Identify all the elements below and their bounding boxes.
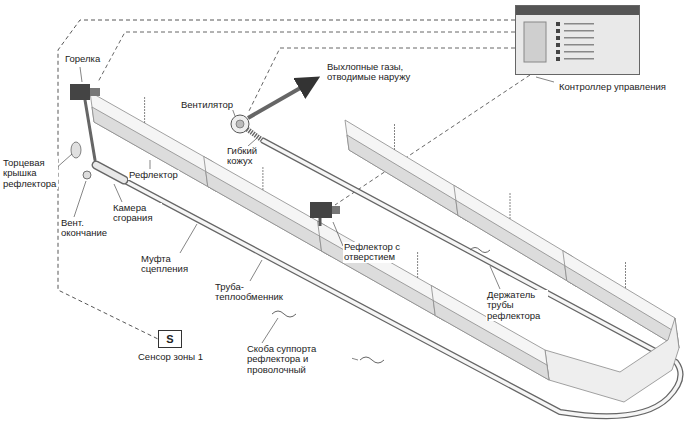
reflector <box>318 221 445 321</box>
controller-face <box>556 29 560 33</box>
controller-face <box>556 22 560 26</box>
burner <box>310 202 332 218</box>
reflector <box>90 92 549 380</box>
combustion-chamber <box>96 165 124 180</box>
control-wire <box>98 32 515 82</box>
heat-exchanger-tube <box>95 140 681 416</box>
burner <box>319 218 322 226</box>
part-label: Вент. окончание <box>60 218 112 239</box>
part-label: Рефлектор <box>128 170 179 180</box>
reflector-corner <box>545 318 679 402</box>
controller-box: Контроллер управления <box>515 5 640 75</box>
sensor-box: SСенсор зоны 1 <box>158 330 182 348</box>
reflector <box>347 135 468 221</box>
leader-line <box>536 77 554 82</box>
combustion-chamber <box>96 165 124 180</box>
part-label: Камера сгорания <box>112 203 162 224</box>
burner <box>70 84 340 226</box>
exhaust-arrow <box>248 79 316 118</box>
reflector <box>92 107 217 192</box>
leader-line <box>490 266 500 289</box>
leader-line <box>54 67 554 360</box>
vent-terminal <box>83 171 91 179</box>
controller-face <box>556 36 560 40</box>
reflector <box>345 120 679 348</box>
heat-exchanger-tube <box>95 140 681 416</box>
hanger-chain <box>510 193 511 219</box>
hanger-chain <box>417 252 418 278</box>
part-label: Рефлектор с отверстием <box>343 242 407 263</box>
part-label: Гибкий кожух <box>226 146 264 167</box>
burner <box>332 206 340 214</box>
end-cap <box>71 142 81 158</box>
node-label: Контроллер управления <box>558 82 667 92</box>
part-label: Торцевая крышка рефлектора <box>2 158 58 189</box>
signal-wire <box>58 20 515 339</box>
flexible-hose <box>247 129 262 140</box>
hanger-chain <box>625 262 626 288</box>
part-label: Вентилятор <box>180 100 234 110</box>
node-label: Сенсор зоны 1 <box>137 352 204 362</box>
hanger-chain <box>262 164 263 190</box>
support-bracket <box>272 311 296 317</box>
burner <box>70 84 90 100</box>
end-cap <box>71 142 81 158</box>
leader-line <box>74 181 86 217</box>
leader-line <box>80 67 82 82</box>
controller-face <box>516 6 639 15</box>
combustion-chamber <box>85 100 124 180</box>
controller-face <box>564 51 594 53</box>
part-label: Труба- теплообменник <box>214 282 292 303</box>
reflector <box>565 266 679 348</box>
controller-face <box>564 58 594 60</box>
controller-face <box>516 6 639 74</box>
leader-line <box>114 184 122 202</box>
reflector <box>320 236 445 321</box>
controller-face <box>564 23 594 25</box>
controller-face <box>556 50 560 54</box>
reflector-corner <box>545 318 679 402</box>
controller-face <box>564 30 594 32</box>
hanger-chain <box>145 97 626 288</box>
controller-face <box>556 43 560 47</box>
controller-face <box>564 37 594 39</box>
reflector <box>456 200 577 286</box>
leader-line <box>150 160 151 169</box>
heat-exchanger-tube <box>95 140 681 416</box>
leader-line <box>333 222 343 246</box>
flexible-hose <box>247 129 262 140</box>
leader-line <box>250 260 262 281</box>
part-label: Горелка <box>64 54 101 64</box>
reflector <box>345 120 468 221</box>
part-label: Держатель трубы рефлектора <box>486 290 548 321</box>
hanger-chain <box>144 97 145 123</box>
part-label: Муфта сцепления <box>140 254 202 275</box>
leader-line <box>248 139 256 146</box>
reflector <box>454 185 577 286</box>
controller-face <box>564 44 594 46</box>
combustion-chamber <box>85 100 95 160</box>
reflector <box>431 286 549 381</box>
part-label: Выхлопные газы, отводимые наружу <box>326 62 428 83</box>
exhaust-arrow <box>248 79 316 118</box>
support-bracket <box>470 248 490 253</box>
control-wire <box>248 48 515 113</box>
fan <box>236 120 244 128</box>
sensor-symbol: S <box>159 331 181 347</box>
part-label: Скоба суппорта рефлектора и проволочный <box>246 344 352 375</box>
controller-face <box>556 57 560 61</box>
burner <box>90 88 100 96</box>
vent-terminal <box>83 171 91 179</box>
hanger-chain <box>394 124 395 150</box>
control-wire <box>98 32 530 205</box>
reflector <box>563 251 679 348</box>
controller-face <box>524 22 546 62</box>
leader-line <box>180 224 197 253</box>
support-bracket <box>360 357 384 363</box>
leader-line <box>262 318 278 343</box>
